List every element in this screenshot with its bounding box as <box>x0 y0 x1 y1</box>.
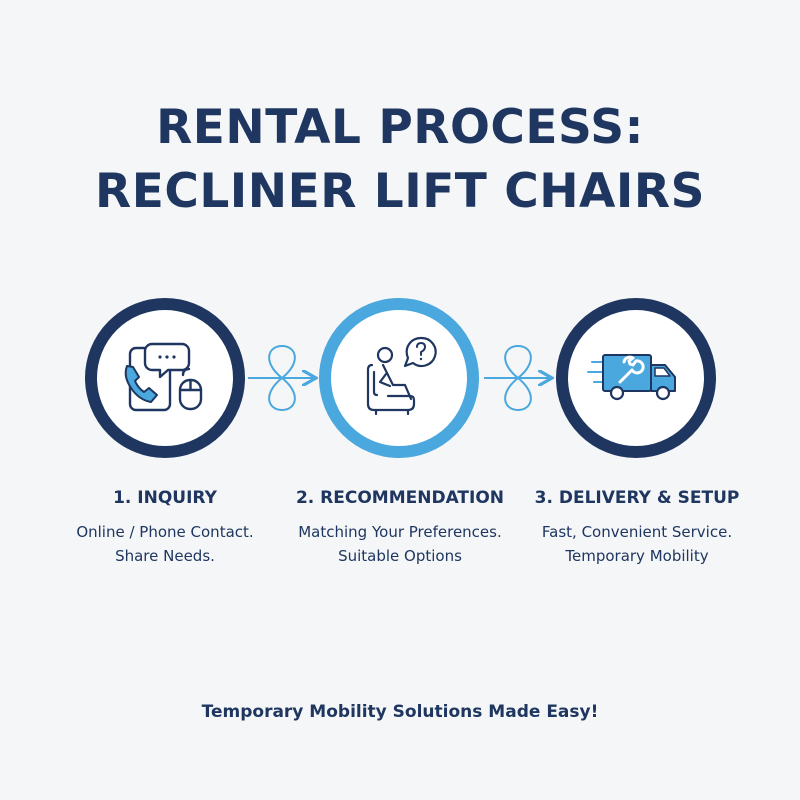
step-2-desc-line-1: Matching Your Preferences. <box>298 523 502 541</box>
step-3-desc-line-2: Temporary Mobility <box>565 547 709 565</box>
tagline: Temporary Mobility Solutions Made Easy! <box>201 702 599 722</box>
connector-arrow-1 <box>248 344 314 412</box>
step-3-desc-line-1: Fast, Convenient Service. <box>541 523 733 541</box>
connector-arrow-2 <box>484 344 550 412</box>
step-1-description: Online / Phone Contact. Share Needs. <box>40 520 290 568</box>
step-2-description: Matching Your Preferences. Suitable Opti… <box>275 520 525 568</box>
title-line-1: RENTAL PROCESS: <box>156 100 644 155</box>
step-1-desc-line-1: Online / Phone Contact. <box>76 523 254 541</box>
step-3-description: Fast, Convenient Service. Temporary Mobi… <box>512 520 762 568</box>
step-2-title: 2. RECOMMENDATION <box>295 488 505 508</box>
title-line-2: RECLINER LIFT CHAIRS <box>95 164 705 219</box>
step-1-title: 1. INQUIRY <box>113 488 217 508</box>
step-2-desc-line-2: Suitable Options <box>338 547 462 565</box>
phone-chat-mouse-icon <box>124 342 203 412</box>
step-2-circle <box>319 298 479 458</box>
page-title: RENTAL PROCESS: RECLINER LIFT CHAIRS <box>0 96 800 224</box>
person-recliner-question-icon <box>366 336 437 416</box>
step-1-desc-line-2: Share Needs. <box>115 547 215 565</box>
delivery-truck-wrench-icon <box>587 354 676 401</box>
step-3-title: 3. DELIVERY & SETUP <box>534 488 740 508</box>
